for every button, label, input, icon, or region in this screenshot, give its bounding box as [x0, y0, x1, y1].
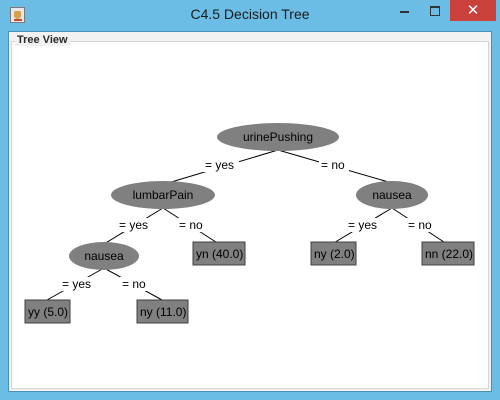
maximize-icon: [430, 6, 440, 16]
leaf-yn[interactable]: yn (40.0): [192, 241, 246, 266]
close-icon: ✕: [466, 1, 480, 19]
leaf-ny-left[interactable]: ny (11.0): [136, 299, 189, 324]
node-label: nausea: [372, 188, 412, 202]
node-label: lumbarPain: [133, 188, 194, 202]
java-cup-icon[interactable]: [10, 7, 25, 23]
node-nausea-right[interactable]: nausea: [356, 181, 428, 209]
tree-view-panel: [11, 41, 489, 389]
edge-label-nausea-left-no: = no: [122, 277, 146, 291]
minimize-button[interactable]: [392, 0, 418, 21]
edge-label-lumbar-yes: = yes: [119, 218, 148, 232]
close-button[interactable]: ✕: [450, 0, 496, 21]
leaf-label: nn (22.0): [425, 247, 473, 261]
node-urinepushing[interactable]: urinePushing: [217, 123, 339, 151]
leaf-nn[interactable]: nn (22.0): [421, 241, 475, 266]
leaf-yy[interactable]: yy (5.0): [24, 299, 71, 324]
window-title: C4.5 Decision Tree: [190, 6, 310, 22]
node-nausea-left[interactable]: nausea: [69, 242, 139, 270]
leaf-label: ny (11.0): [140, 305, 186, 319]
client-area: Tree View: [8, 31, 492, 392]
edge-label-root-no: = no: [321, 158, 345, 172]
title-bar[interactable]: C4.5 Decision Tree ✕: [0, 0, 500, 31]
maximize-button[interactable]: [422, 0, 448, 21]
node-lumbarpain[interactable]: lumbarPain: [111, 181, 215, 209]
leaf-label: ny (2.0): [314, 247, 355, 261]
node-label: urinePushing: [243, 130, 313, 144]
edge-label-nausea-right-no: = no: [408, 218, 432, 232]
leaf-ny-right[interactable]: ny (2.0): [310, 241, 357, 266]
edge-label-nausea-right-yes: = yes: [348, 218, 377, 232]
node-label: nausea: [84, 249, 124, 263]
edge-label-lumbar-no: = no: [179, 218, 203, 232]
leaf-label: yy (5.0): [28, 305, 68, 319]
edge-label-nausea-left-yes: = yes: [62, 277, 91, 291]
tree-view-label: Tree View: [15, 34, 70, 46]
minimize-icon: [400, 11, 409, 13]
edge-label-root-yes: = yes: [205, 158, 234, 172]
leaf-label: yn (40.0): [196, 247, 243, 261]
